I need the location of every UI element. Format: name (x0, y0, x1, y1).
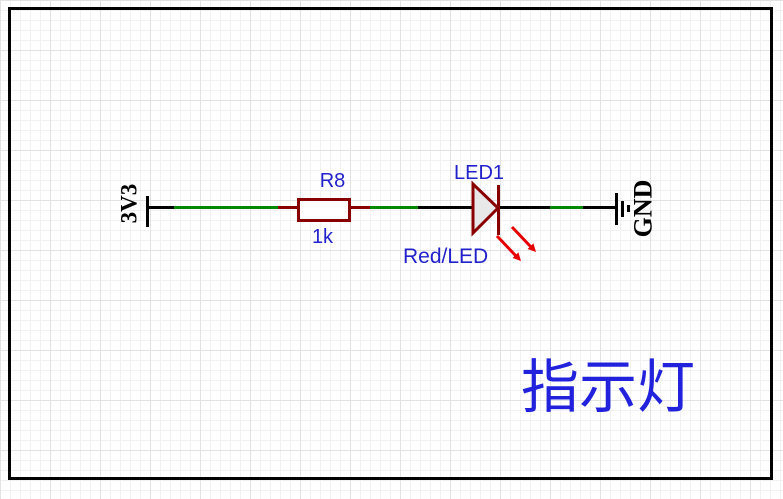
resistor-designator-label[interactable]: R8 (319, 170, 346, 192)
ground-symbol-icon[interactable] (615, 193, 618, 225)
wire-segment[interactable] (174, 206, 278, 209)
led-symbol[interactable] (460, 180, 580, 280)
wire-segment[interactable] (550, 206, 583, 209)
wire-segment[interactable] (583, 206, 616, 209)
power-flag-pin[interactable] (146, 206, 174, 209)
resistor-value-label[interactable]: 1k (311, 226, 334, 248)
resistor-lead[interactable] (350, 206, 370, 209)
ground-symbol-icon (621, 201, 624, 217)
resistor-body[interactable] (297, 198, 351, 222)
title-annotation[interactable]: 指示灯 (521, 353, 696, 421)
wire-segment[interactable] (370, 206, 418, 209)
resistor-lead[interactable] (278, 206, 298, 209)
sheet-border (8, 7, 773, 480)
led-triangle (471, 180, 501, 237)
power-flag-icon[interactable] (146, 196, 149, 227)
ground-symbol-icon (627, 205, 630, 212)
net-label-3v3[interactable]: 3V3 (116, 183, 142, 224)
led-value-label[interactable]: Red/LED (403, 245, 489, 268)
wire-segment[interactable] (500, 206, 550, 209)
led-designator-label[interactable]: LED1 (453, 162, 505, 184)
wire-segment[interactable] (418, 206, 474, 209)
light-emission-arrows-icon (495, 225, 536, 261)
net-label-gnd[interactable]: GND (628, 179, 658, 238)
